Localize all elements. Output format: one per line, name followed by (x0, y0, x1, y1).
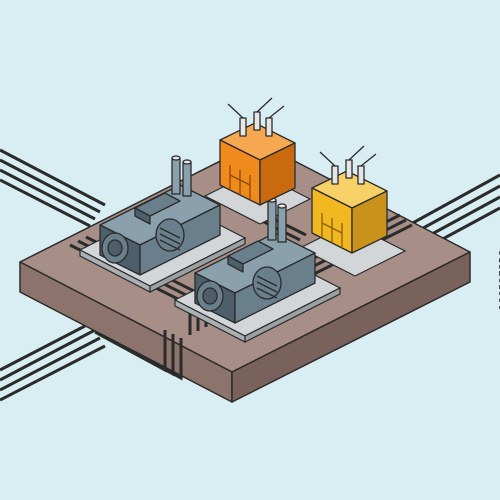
transformer-orange-insulators (227, 97, 285, 137)
motor-2-stacks (267, 197, 287, 243)
motor-1-coils (155, 218, 185, 252)
transformer-orange (219, 97, 296, 206)
transformer-yellow (311, 145, 388, 254)
motor-generator-1 (99, 155, 221, 276)
motor-generator-2 (194, 197, 316, 324)
cable-bundle-left-top (0, 148, 106, 228)
cable-bundle-left-bottom (0, 324, 106, 402)
transformer-yellow-insulators (319, 145, 377, 185)
motor-1-stacks (171, 155, 192, 197)
platform-right-face (231, 251, 471, 403)
motor-2-coils (252, 266, 282, 300)
